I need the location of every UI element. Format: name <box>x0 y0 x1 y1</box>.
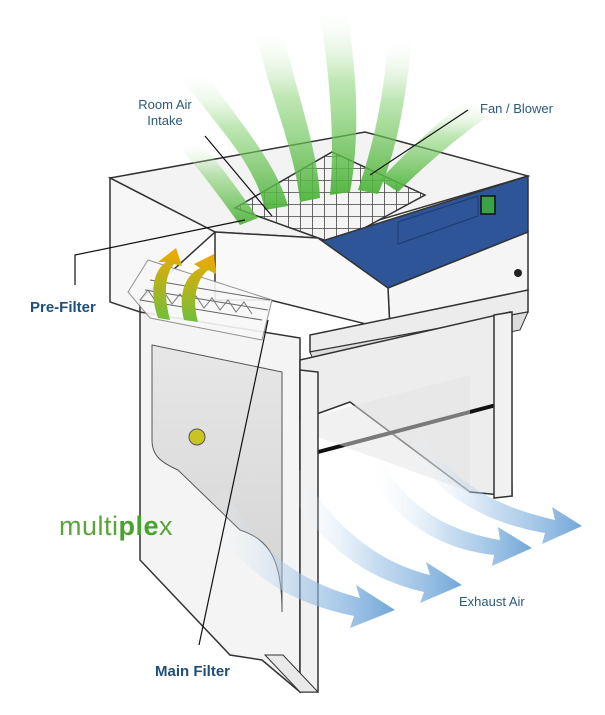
logo-part-2: ple <box>118 511 160 541</box>
room-air-intake-line1: Room Air <box>138 97 192 112</box>
knob-icon <box>514 269 522 277</box>
exhaust-airflow <box>205 430 582 628</box>
side-knob-icon <box>188 428 206 446</box>
main-filter-label: Main Filter <box>155 663 231 680</box>
pre-filter-leader <box>74 219 246 285</box>
main-filter-leader <box>198 319 269 646</box>
multiplex-logo: multiplex <box>59 511 173 542</box>
room-air-intake-label: Room Air Intake <box>110 97 220 128</box>
power-switch-icon <box>480 195 496 215</box>
logo-part-3: x <box>159 511 174 541</box>
pre-filter <box>127 248 273 341</box>
fan-leader <box>369 109 469 176</box>
leader-lines <box>74 109 469 646</box>
room-air-intake-line2: Intake <box>147 112 183 128</box>
room-air-leader <box>204 135 273 217</box>
intake-airflow <box>180 5 485 225</box>
exhaust-air-label: Exhaust Air <box>459 594 525 609</box>
logo-part-1: multi <box>59 511 119 541</box>
fan-blower-label: Fan / Blower <box>480 101 553 116</box>
pre-filter-label: Pre-Filter <box>30 299 96 316</box>
